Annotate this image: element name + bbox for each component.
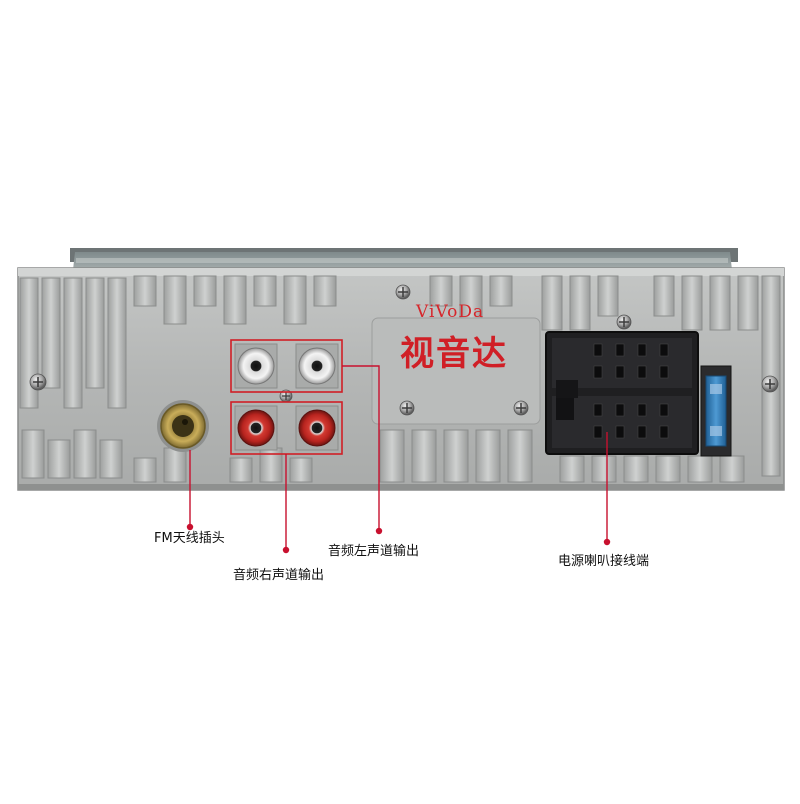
screw-icon <box>395 284 411 300</box>
watermark-brand-latin: ViVoDa <box>416 302 485 322</box>
screw-icon <box>616 314 632 330</box>
rca-right-top <box>295 343 339 389</box>
blade-fuse <box>700 365 732 457</box>
heat-sink-bottom <box>133 429 533 483</box>
leader-power-speaker <box>603 432 611 546</box>
leader-audio-left <box>342 365 383 535</box>
top-shell <box>70 248 738 270</box>
rca-right-bottom <box>295 405 339 451</box>
rca-left-top <box>234 343 278 389</box>
callout-audio-right: 音频右声道输出 <box>233 568 325 583</box>
screw-icon <box>761 375 779 393</box>
callout-audio-left: 音频左声道输出 <box>328 544 420 559</box>
heat-sink-right <box>541 275 781 483</box>
fm-antenna-socket <box>157 400 209 452</box>
watermark-brand-cjk: 视音达 <box>400 334 508 374</box>
leader-fm-antenna <box>186 450 194 531</box>
iso-power-speaker-connector <box>545 331 699 455</box>
screw-icon <box>279 389 293 403</box>
screw-icon <box>513 400 529 416</box>
screw-icon <box>399 400 415 416</box>
center-recess <box>371 317 541 425</box>
screw-icon <box>29 373 47 391</box>
heat-sink-left <box>19 277 127 479</box>
callout-power-speaker: 电源喇叭接线端 <box>558 554 650 569</box>
heat-sink-top <box>133 275 513 325</box>
leader-audio-right <box>282 454 290 554</box>
rca-left-bottom <box>234 405 278 451</box>
callout-fm-antenna: FM天线插头 <box>154 531 225 546</box>
